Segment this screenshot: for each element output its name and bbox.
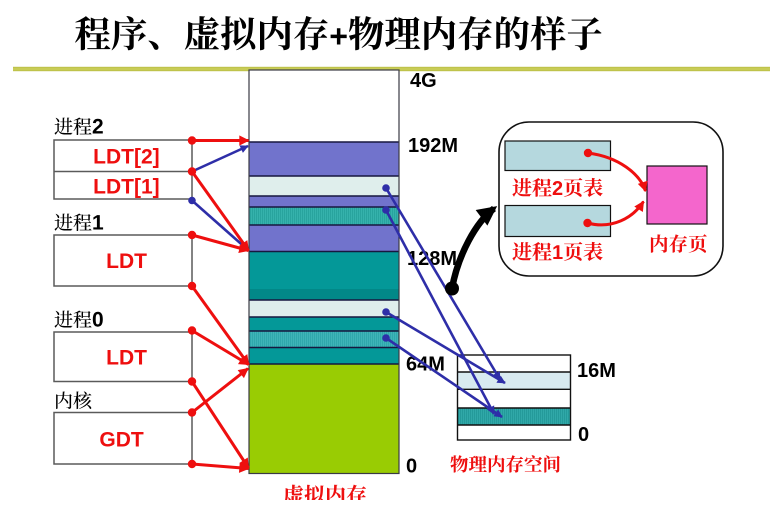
svg-text:0: 0	[578, 424, 589, 446]
svg-text:4G: 4G	[410, 70, 437, 92]
svg-text:LDT: LDT	[106, 250, 147, 273]
svg-text:LDT[1]: LDT[1]	[93, 175, 160, 198]
svg-text:128M: 128M	[407, 248, 457, 270]
svg-text:192M: 192M	[408, 135, 458, 157]
svg-text:GDT: GDT	[99, 428, 144, 451]
svg-text:0: 0	[406, 455, 417, 477]
svg-text:LDT[2]: LDT[2]	[93, 146, 160, 169]
svg-text:LDT: LDT	[106, 347, 147, 370]
svg-text:16M: 16M	[577, 360, 616, 382]
